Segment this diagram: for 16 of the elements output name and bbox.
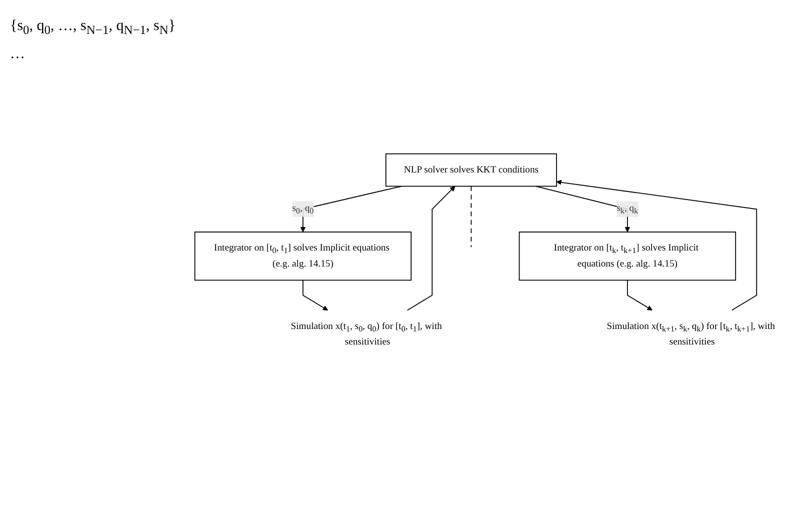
arrow: [300, 186, 402, 232]
arrow: [627, 280, 652, 310]
connector: [470, 186, 472, 248]
arrow: [556, 180, 758, 311]
arrow: [302, 280, 328, 310]
arrow: [406, 186, 456, 311]
node-box: NLP solver solves KKT conditions: [385, 153, 557, 187]
edge-label: s$_{0}$, q$_{0}$: [292, 202, 314, 216]
note-label: {s$_{0}$, q$_{0}$, …, s$_{N−1}$, q$_{N−1}$, s$_{N}$}: [10, 18, 177, 38]
node-text: Simulation x(t$_{1}$, s$_{0}$, q$_{0}$) for [t$_{0}$, t$_{1}$], with sensitivities: [290, 320, 442, 347]
node-box: Integrator on [t$_{k}$, t$_{k+1}$] solves Implicit equations (e.g. alg. 14.15): [518, 231, 736, 281]
arrow: [536, 186, 630, 232]
edge-label: s$_{k}$, q$_{k}$: [616, 202, 638, 216]
node-text: Simulation x(t$_{k+1}$, s$_{k}$, q$_{k}$) for [t$_{k}$, t$_{k+1}$], with sensitivities: [606, 320, 775, 347]
node-box: Integrator on [t$_{0}$, t$_{1}$] solves Implicit equations (e.g. alg. 14.15): [194, 231, 412, 281]
note-label: …: [10, 46, 26, 63]
